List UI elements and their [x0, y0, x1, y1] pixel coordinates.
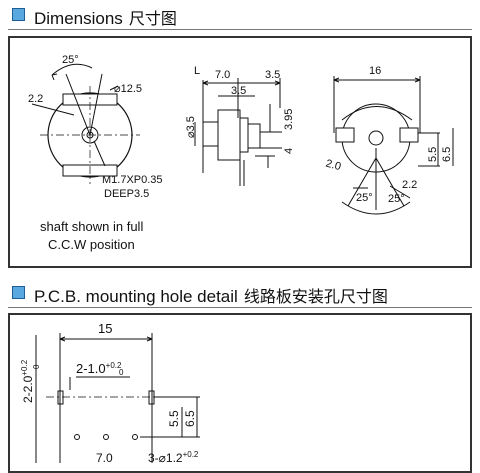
note-line-2: C.C.W position	[48, 237, 135, 252]
svg-text:2-2.0+0.2: 2-2.0+0.2	[20, 359, 35, 403]
dim-2-2-label: 2.2	[28, 93, 43, 105]
pcb-dim-5-5-label: 5.5	[167, 410, 181, 427]
pcb-hole	[74, 434, 80, 440]
diameter-3-5-label: ⌀3.5	[185, 116, 197, 138]
front-view: 25° 2.2 ⌀12.5 M1.7XP0.35 DEEP3.5	[28, 54, 163, 200]
note-line-1: shaft shown in full	[40, 219, 143, 234]
section-bullet-icon	[12, 8, 25, 21]
diameter-12-5-label: ⌀12.5	[114, 83, 142, 95]
section-header-pcb: P.C.B. mounting hole detail 线路板安装孔尺寸图	[0, 278, 480, 308]
dim-3-5-top-label: 3.5	[265, 69, 280, 81]
section-title-cn: 尺寸图	[128, 11, 177, 28]
pcb-hole	[103, 434, 109, 440]
section-title-en: Dimensions	[34, 9, 123, 28]
slot-height-label: 2-1.0+0.2	[76, 361, 122, 376]
dim-7-0-label: 7.0	[215, 69, 230, 81]
dim-3-95-label: 3.95	[283, 109, 295, 130]
dim-L-label: L	[194, 65, 200, 77]
pcb-hole	[132, 434, 138, 440]
dim-2-2-rear-label: 2.2	[402, 179, 417, 191]
header-divider	[8, 29, 472, 30]
rear-view: 16 5.5 6.5 2.0 2.2 25° 25°	[324, 65, 454, 215]
section-bullet-icon	[12, 286, 25, 299]
slot-width-main: 2-2.0	[21, 375, 35, 403]
dim-6-5-label: 6.5	[441, 147, 453, 162]
deep-label: DEEP3.5	[104, 188, 149, 200]
slot-height-sup: +0.2	[106, 361, 122, 370]
pcb-dim-15-label: 15	[98, 321, 112, 336]
slot-left	[57, 390, 64, 405]
holes-label: 3-⌀1.2+0.2	[148, 450, 199, 463]
dimensions-drawing-panel: 25° 2.2 ⌀12.5 M1.7XP0.35 DEEP3.5 shaft s…	[8, 36, 472, 268]
slot-height-sub: 0	[119, 368, 124, 377]
angle-25-label: 25°	[62, 54, 79, 66]
dim-2-0-label: 2.0	[324, 158, 342, 174]
holes-sup: +0.2	[183, 450, 199, 459]
pcb-drawing-panel: 15 2-2.0+0.2 0 2-1.0+0.2 0 5.5 6.5 7.0 3…	[8, 313, 472, 473]
side-view: L 7.0 3.5 3.5 ⌀3.5 3.95 4	[185, 65, 295, 186]
shaft-spec-label: M1.7XP0.35	[102, 174, 163, 186]
section-header-dimensions: Dimensions 尺寸图	[0, 0, 480, 30]
angle-25-b-label: 25°	[388, 193, 405, 205]
slot-width-sub: 0	[32, 364, 41, 369]
section-title: Dimensions 尺寸图	[34, 5, 177, 29]
slot-width-label: 2-2.0+0.2 0	[20, 359, 41, 403]
dim-5-5-label: 5.5	[427, 147, 439, 162]
pcb-dim-7-0-label: 7.0	[96, 451, 113, 463]
header-divider	[8, 307, 472, 308]
dim-16-label: 16	[369, 65, 381, 77]
dim-4-label: 4	[283, 148, 295, 154]
angle-25-a-label: 25°	[356, 192, 373, 204]
holes-main: 3-⌀1.2	[148, 451, 183, 463]
section-title-en: P.C.B. mounting hole detail	[34, 287, 238, 306]
slot-width-sup: +0.2	[20, 359, 29, 375]
slot-height-main: 2-1.0	[76, 361, 106, 376]
section-title-cn: 线路板安装孔尺寸图	[243, 289, 388, 306]
pcb-dim-6-5-label: 6.5	[183, 410, 197, 427]
dim-3-5-mid-label: 3.5	[231, 85, 246, 97]
section-title: P.C.B. mounting hole detail 线路板安装孔尺寸图	[34, 283, 388, 307]
pcb-drawing: 15 2-2.0+0.2 0 2-1.0+0.2 0 5.5 6.5 7.0 3…	[20, 321, 200, 465]
dimensions-drawing: 25° 2.2 ⌀12.5 M1.7XP0.35 DEEP3.5 shaft s…	[28, 54, 454, 252]
